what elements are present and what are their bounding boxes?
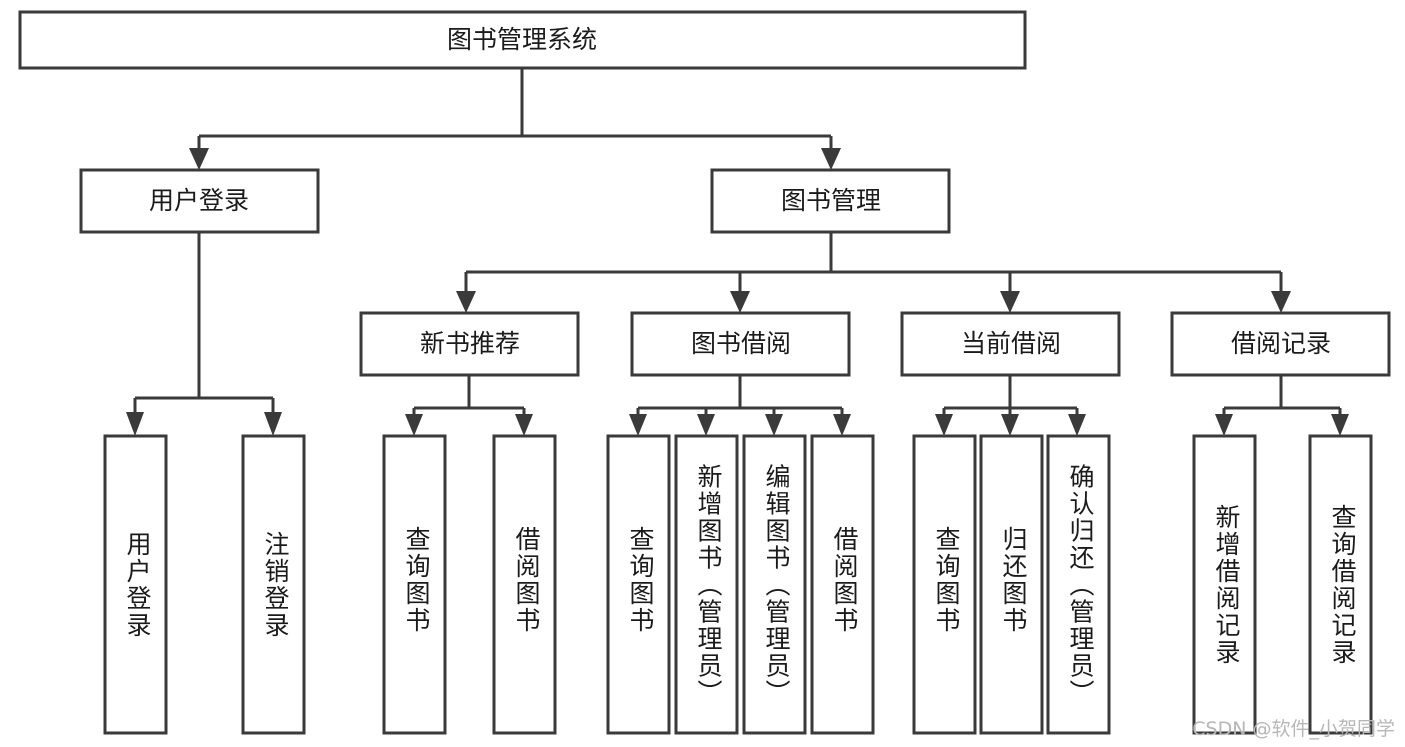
arrowhead-current-borrow [1000,291,1020,313]
leaf-book-borrow-4-label: 借阅图书 [830,526,859,634]
node-root-system-box[interactable] [18,10,1027,70]
leaf-book-borrow-4[interactable]: 借阅图书 [810,434,875,735]
arrowhead-borrow-record [1271,291,1291,313]
leaf-user-login-1-box[interactable] [103,434,168,735]
leaf-new-book-recommend-2[interactable]: 借阅图书 [492,434,557,735]
node-book-management[interactable]: 图书管理 [710,168,951,234]
node-book-management-label: 图书管理 [781,186,881,215]
leaf-current-borrow-3-box[interactable] [1046,434,1111,735]
arrowhead-leaf-user-login-1 [126,412,144,436]
arrowhead-leaf-br-1 [1215,414,1233,436]
arrowhead-leaf-nbr-2 [515,414,533,436]
node-root-system[interactable]: 图书管理系统 [18,10,1027,70]
arrowhead-leaf-user-login-2 [264,412,282,436]
node-new-book-recommend-box[interactable] [359,311,580,377]
leaf-current-borrow-2[interactable]: 归还图书 [979,434,1044,735]
leaf-user-login-2-label: 注销登录 [261,531,290,639]
arrowhead-leaf-cb-2 [1001,414,1019,436]
node-user-login[interactable]: 用户登录 [79,168,320,234]
node-new-book-recommend[interactable]: 新书推荐 [359,311,580,377]
arrowhead-book-mgmt [821,148,841,170]
node-borrow-record[interactable]: 借阅记录 [1170,311,1391,377]
leaf-book-borrow-4-box[interactable] [810,434,875,735]
arrowhead-leaf-bb-2 [697,414,715,436]
leaf-current-borrow-1-label: 查询图书 [932,526,961,634]
arrowhead-leaf-bb-3 [765,414,783,436]
leaf-new-book-recommend-2-box[interactable] [492,434,557,735]
leaf-current-borrow-2-box[interactable] [979,434,1044,735]
leaf-borrow-record-1-box[interactable] [1192,434,1257,735]
connector-group-root [189,68,841,170]
arrowhead-leaf-cb-1 [935,414,953,436]
leaf-borrow-record-2-box[interactable] [1308,434,1373,735]
arrowhead-leaf-nbr-1 [405,414,423,436]
node-user-login-box[interactable] [79,168,320,234]
leaf-book-borrow-1-label: 查询图书 [626,526,655,634]
leaf-user-login-1[interactable]: 用户登录 [103,434,168,735]
arrowhead-new-book-recommend [456,291,476,313]
leaf-book-borrow-1-box[interactable] [606,434,671,735]
arrowhead-leaf-bb-1 [629,414,647,436]
leaf-book-borrow-3[interactable]: 编辑图书（管理员） [742,434,807,735]
leaf-user-login-2-box[interactable] [241,434,306,735]
connector-group-current-borrow [935,375,1086,436]
node-borrow-record-label: 借阅记录 [1231,329,1331,358]
leaf-user-login-2[interactable]: 注销登录 [241,434,306,735]
node-user-login-label: 用户登录 [149,186,249,215]
connector-group-book-borrow [629,375,851,436]
leaf-borrow-record-1[interactable]: 新增借阅记录 [1192,434,1257,735]
leaf-current-borrow-2-label: 归还图书 [999,526,1028,634]
leaf-book-borrow-3-label: 编辑图书（管理员） [762,464,791,707]
leaf-current-borrow-1[interactable]: 查询图书 [912,434,977,735]
leaf-new-book-recommend-1-box[interactable] [382,434,447,735]
leaf-borrow-record-2-label: 查询借阅记录 [1328,504,1357,666]
node-current-borrow[interactable]: 当前借阅 [900,311,1121,377]
node-book-borrow-label: 图书借阅 [691,329,791,358]
arrowhead-leaf-cb-3 [1068,414,1086,436]
leaf-book-borrow-2[interactable]: 新增图书（管理员） [674,434,739,735]
node-book-management-box[interactable] [710,168,951,234]
connector-group-new-book-recommend [405,375,533,436]
node-book-borrow-box[interactable] [630,311,851,377]
node-new-book-recommend-label: 新书推荐 [420,329,520,358]
node-book-borrow[interactable]: 图书借阅 [630,311,851,377]
connector-group-book-mgmt [456,232,1291,313]
node-root-system-label: 图书管理系统 [447,25,597,54]
connector-group-user-login [126,232,282,436]
arrowhead-user-login [189,148,209,170]
leaf-new-book-recommend-1[interactable]: 查询图书 [382,434,447,735]
node-current-borrow-label: 当前借阅 [961,329,1061,358]
leaf-book-borrow-2-label: 新增图书（管理员） [694,464,723,707]
leaf-current-borrow-1-box[interactable] [912,434,977,735]
leaf-book-borrow-3-box[interactable] [742,434,807,735]
leaf-user-login-1-label: 用户登录 [123,531,152,639]
leaf-new-book-recommend-1-label: 查询图书 [402,526,431,634]
leaf-book-borrow-1[interactable]: 查询图书 [606,434,671,735]
node-current-borrow-box[interactable] [900,311,1121,377]
connector-group-borrow-record [1215,375,1349,436]
arrowhead-leaf-bb-4 [833,414,851,436]
arrowhead-leaf-br-2 [1331,414,1349,436]
arrowhead-book-borrow [730,291,750,313]
leaf-borrow-record-2[interactable]: 查询借阅记录 [1308,434,1373,735]
leaf-book-borrow-2-box[interactable] [674,434,739,735]
leaf-current-borrow-3[interactable]: 确认归还（管理员） [1046,434,1111,735]
leaf-current-borrow-3-label: 确认归还（管理员） [1066,464,1095,707]
node-borrow-record-box[interactable] [1170,311,1391,377]
leaf-borrow-record-1-label: 新增借阅记录 [1212,504,1241,666]
leaf-new-book-recommend-2-label: 借阅图书 [512,526,541,634]
